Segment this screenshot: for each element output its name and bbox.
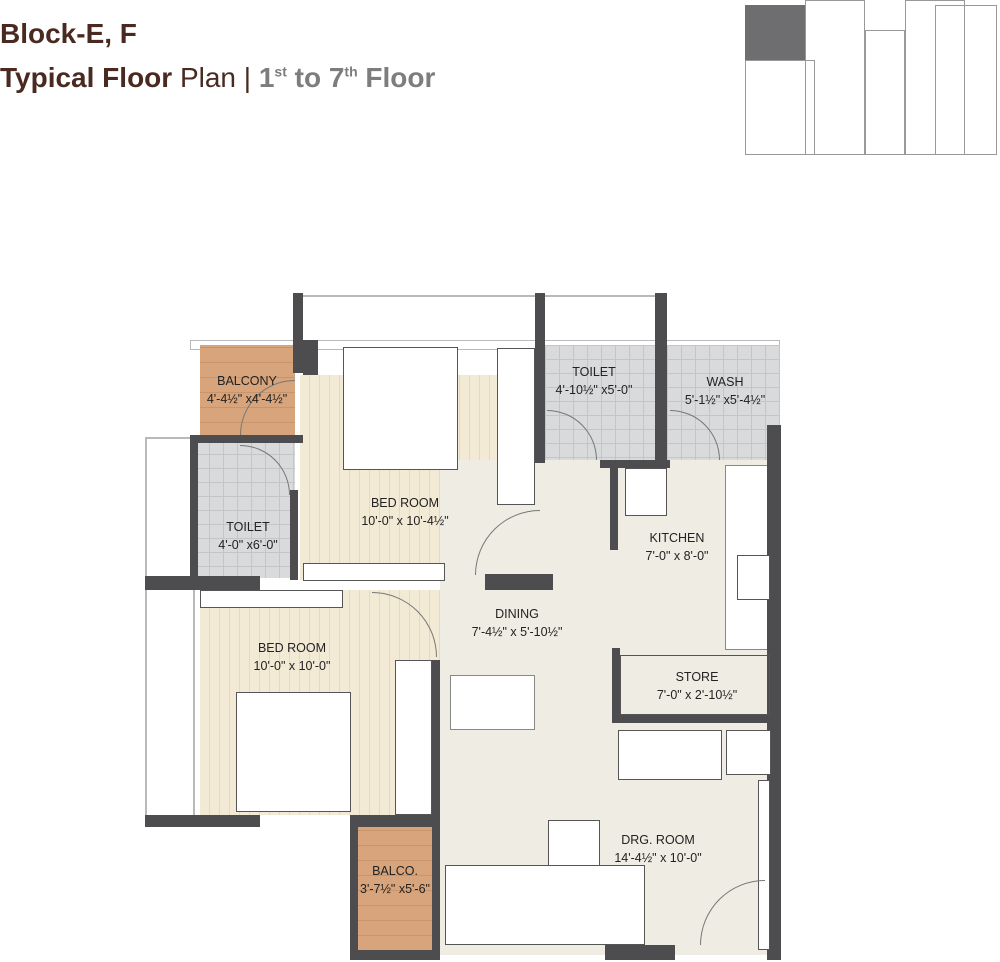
coffee-table — [548, 820, 600, 872]
key-plan-unit — [745, 60, 815, 155]
wall — [190, 435, 303, 443]
bed — [343, 347, 458, 470]
wall — [290, 490, 298, 580]
wall — [350, 815, 440, 827]
stove — [737, 555, 770, 600]
wall — [610, 460, 618, 550]
key-plan-core — [865, 30, 905, 155]
wall — [535, 293, 545, 463]
wall — [612, 715, 772, 723]
dresser — [303, 563, 445, 581]
bed — [236, 692, 351, 812]
key-plan — [745, 0, 1000, 160]
room-label-balco: BALCO.3'-7½" x5'-6" — [360, 864, 430, 896]
armchair — [726, 730, 771, 775]
dresser — [200, 590, 343, 608]
wall — [605, 945, 675, 960]
subtitle-light: Plan | — [179, 62, 252, 93]
wardrobe — [497, 348, 535, 505]
wall — [600, 460, 670, 468]
wall — [145, 576, 260, 590]
floor-suffix: Floor — [365, 62, 436, 93]
wall — [767, 425, 781, 960]
title-block: Block-E, F — [0, 18, 137, 49]
store-shelves — [620, 655, 770, 715]
l-sofa — [445, 865, 645, 945]
key-plan-unit — [935, 5, 997, 155]
left-ledge — [145, 437, 195, 827]
wall — [145, 815, 260, 827]
wall — [293, 293, 303, 373]
wall — [350, 950, 440, 960]
subtitle-bold: Typical Floor — [0, 62, 173, 93]
wardrobe — [395, 660, 432, 815]
subtitle: Typical Floor Plan | 1st to 7th Floor — [0, 62, 435, 94]
key-plan-unit — [805, 0, 865, 155]
wall — [655, 293, 667, 465]
wall — [303, 340, 318, 375]
dining-table — [450, 675, 535, 730]
wall — [350, 815, 358, 960]
top-ledge — [295, 295, 660, 345]
wall — [190, 435, 198, 585]
floor-range: 1st to 7th Floor — [259, 62, 436, 93]
wall — [432, 660, 440, 950]
floor-from-sup: st — [274, 63, 287, 80]
balco-floor — [355, 825, 435, 950]
wall — [612, 648, 620, 720]
floor-to-sup: th — [344, 63, 358, 80]
sofa — [618, 730, 722, 780]
floor-to: to 7 — [294, 62, 345, 93]
store-floor — [615, 650, 775, 720]
fridge — [625, 468, 667, 516]
key-plan-highlight — [745, 5, 805, 60]
floor-from: 1 — [258, 62, 275, 93]
wall — [485, 574, 553, 590]
